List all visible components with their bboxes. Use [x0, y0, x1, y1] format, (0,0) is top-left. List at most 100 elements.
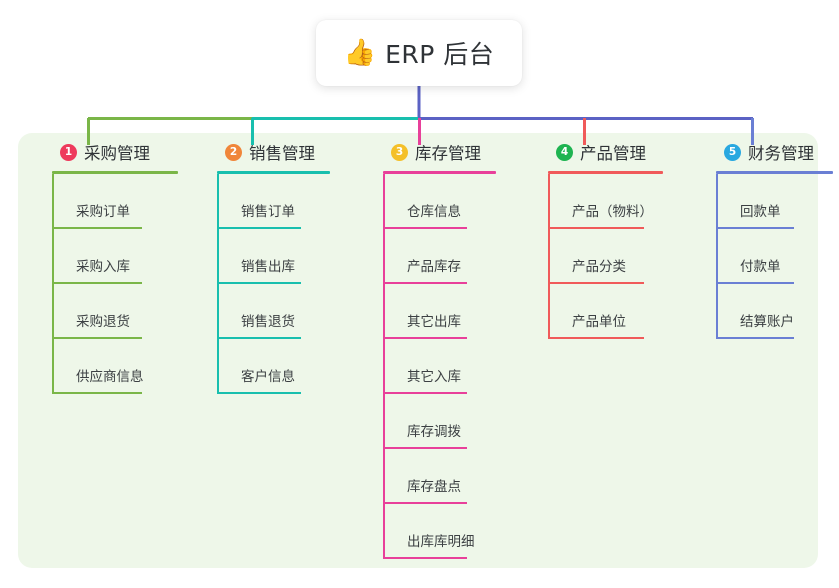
list-item-rule — [716, 226, 794, 229]
column-rule-5 — [716, 171, 833, 174]
list-item-rule — [716, 336, 794, 339]
column-spine-3 — [383, 173, 385, 559]
list-item-rule — [383, 281, 467, 284]
column-badge-1: 1 — [60, 143, 77, 161]
column-header-4[interactable]: 4 产品管理 — [534, 133, 663, 171]
column-badge-2: 2 — [225, 143, 242, 161]
column-title-4: 产品管理 — [580, 144, 646, 163]
column-items-3: 仓库信息产品库存其它出库其它入库库存调拨库存盘点出库库明细 — [383, 173, 496, 559]
list-item-label: 客户信息 — [241, 368, 295, 385]
list-item-label: 出库库明细 — [407, 533, 475, 550]
list-item-label: 产品单位 — [572, 313, 626, 330]
list-item-rule — [52, 281, 142, 284]
list-item[interactable]: 销售退货 — [217, 284, 330, 339]
list-item-label: 销售出库 — [241, 258, 295, 275]
list-item[interactable]: 付款单 — [716, 229, 833, 284]
list-item-label: 采购订单 — [76, 203, 130, 220]
list-item[interactable]: 采购退货 — [52, 284, 178, 339]
column-container: 1 采购管理采购订单采购入库采购退货供应商信息 2 销售管理销售订单销售出库销售退货客… — [18, 133, 833, 568]
list-item-label: 结算账户 — [740, 313, 794, 330]
column-rule-3 — [383, 171, 496, 174]
list-item-rule — [716, 281, 794, 284]
list-item[interactable]: 其它入库 — [383, 339, 496, 394]
column-title-3: 库存管理 — [415, 144, 481, 163]
list-item-rule — [52, 391, 142, 394]
list-item-rule — [383, 446, 467, 449]
list-item-label: 销售退货 — [241, 313, 295, 330]
thumbs-up-icon: 👍 — [343, 38, 377, 68]
column-spine-5 — [716, 173, 718, 339]
list-item[interactable]: 销售出库 — [217, 229, 330, 284]
column-spine-1 — [52, 173, 54, 394]
list-item-rule — [217, 226, 301, 229]
column-badge-3: 3 — [391, 143, 408, 161]
list-item-label: 库存调拨 — [407, 423, 461, 440]
column-header-2[interactable]: 2 销售管理 — [203, 133, 330, 171]
column-items-2: 销售订单销售出库销售退货客户信息 — [217, 173, 330, 394]
list-item-label: 其它出库 — [407, 313, 461, 330]
list-item[interactable]: 产品单位 — [548, 284, 663, 339]
column-header-1[interactable]: 1 采购管理 — [38, 133, 178, 171]
list-item-rule — [383, 336, 467, 339]
list-item[interactable]: 结算账户 — [716, 284, 833, 339]
column-rule-1 — [52, 171, 178, 174]
list-item-label: 产品库存 — [407, 258, 461, 275]
list-item-rule — [548, 336, 644, 339]
column-badge-5: 5 — [724, 143, 741, 161]
root-node-card[interactable]: 👍 ERP 后台 — [316, 20, 522, 86]
column-title-1: 采购管理 — [84, 144, 150, 163]
column-spine-4 — [548, 173, 550, 339]
list-item-rule — [52, 336, 142, 339]
column-1: 1 采购管理采购订单采购入库采购退货供应商信息 — [38, 133, 178, 394]
list-item-label: 付款单 — [740, 258, 781, 275]
list-item-label: 产品（物料） — [572, 203, 653, 220]
list-item-label: 产品分类 — [572, 258, 626, 275]
list-item[interactable]: 供应商信息 — [52, 339, 178, 394]
list-item-label: 回款单 — [740, 203, 781, 220]
list-item-rule — [217, 391, 301, 394]
list-item-rule — [383, 391, 467, 394]
list-item-label: 销售订单 — [241, 203, 295, 220]
list-item[interactable]: 库存调拨 — [383, 394, 496, 449]
column-items-4: 产品（物料） 产品分类产品单位 — [548, 173, 663, 339]
list-item[interactable]: 产品库存 — [383, 229, 496, 284]
column-title-2: 销售管理 — [249, 144, 315, 163]
column-5: 5 财务管理回款单付款单结算账户 — [702, 133, 833, 339]
list-item[interactable]: 采购入库 — [52, 229, 178, 284]
column-spine-2 — [217, 173, 219, 394]
column-title-5: 财务管理 — [748, 144, 814, 163]
column-rule-4 — [548, 171, 663, 174]
list-item-rule — [217, 336, 301, 339]
column-2: 2 销售管理销售订单销售出库销售退货客户信息 — [203, 133, 330, 394]
diagram-background-panel — [18, 133, 818, 568]
list-item[interactable]: 出库库明细 — [383, 504, 496, 559]
list-item[interactable]: 产品分类 — [548, 229, 663, 284]
column-3: 3 库存管理仓库信息产品库存其它出库其它入库库存调拨库存盘点出库库明细 — [369, 133, 496, 559]
column-4: 4 产品管理产品（物料） 产品分类产品单位 — [534, 133, 663, 339]
list-item-rule — [548, 226, 644, 229]
list-item-label: 其它入库 — [407, 368, 461, 385]
column-header-5[interactable]: 5 财务管理 — [702, 133, 833, 171]
list-item[interactable]: 库存盘点 — [383, 449, 496, 504]
column-items-5: 回款单付款单结算账户 — [716, 173, 833, 339]
list-item-rule — [548, 281, 644, 284]
list-item[interactable]: 产品（物料） — [548, 174, 663, 229]
list-item-rule — [217, 281, 301, 284]
column-header-3[interactable]: 3 库存管理 — [369, 133, 496, 171]
list-item[interactable]: 其它出库 — [383, 284, 496, 339]
list-item[interactable]: 客户信息 — [217, 339, 330, 394]
list-item[interactable]: 回款单 — [716, 174, 833, 229]
list-item-label: 采购入库 — [76, 258, 130, 275]
column-items-1: 采购订单采购入库采购退货供应商信息 — [52, 173, 178, 394]
list-item-label: 库存盘点 — [407, 478, 461, 495]
page-title: ERP 后台 — [385, 40, 495, 69]
list-item-label: 仓库信息 — [407, 203, 461, 220]
list-item[interactable]: 销售订单 — [217, 174, 330, 229]
column-badge-4: 4 — [556, 143, 573, 161]
column-rule-2 — [217, 171, 330, 174]
list-item[interactable]: 采购订单 — [52, 174, 178, 229]
list-item[interactable]: 仓库信息 — [383, 174, 496, 229]
list-item-rule — [52, 226, 142, 229]
list-item-label: 采购退货 — [76, 313, 130, 330]
list-item-rule — [383, 226, 467, 229]
